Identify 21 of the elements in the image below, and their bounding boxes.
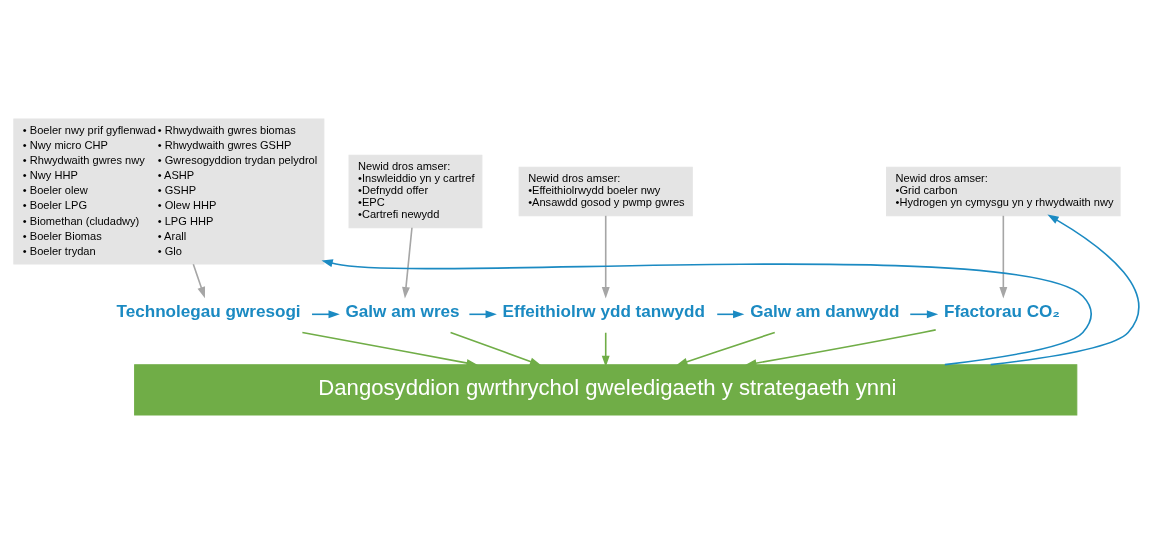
arrow bbox=[989, 214, 1140, 366]
arrow bbox=[999, 215, 1008, 299]
node-box: Newid dros amser: •Inswleiddio yn y cartref •Defnydd offer •EPC •Cartrefi newydd bbox=[348, 154, 483, 229]
arrow bbox=[449, 331, 542, 366]
node-text: Ffactorau CO₂ bbox=[943, 302, 1060, 322]
node-box: Newid dros amser: •Effeithiolrwydd boeler nwy •Ansawdd gosod y pwmp gwres bbox=[518, 166, 693, 217]
arrow bbox=[402, 226, 413, 299]
node-text: Technolegau gwresogi bbox=[116, 302, 301, 322]
node-box: • Boeler nwy prif gyflenwad • Rhwydwaith gwres biomas • Nwy micro CHP • Rhwydwaith gwres GSHP • Rhwydwaith gwres nwy • Gwresogyddion trydan pelydrol • Nwy HHP • ASHP • Boeler olew • GSHP • Boeler LPG • Olew HHP • Biomethan (cludadwy) • LPG HHP • Boeler Biomas • Arall • Boeler trydan • Glo bbox=[13, 118, 325, 265]
arrow bbox=[321, 259, 1092, 366]
node-text: Galw am danwydd bbox=[750, 302, 900, 322]
node-box: Newid dros amser: •Grid carbon •Hydrogen yn cymysgu yn y rhwydwaith nwy bbox=[886, 166, 1121, 217]
arrow bbox=[192, 263, 206, 299]
arrow bbox=[301, 331, 478, 367]
node-text: Effeithiolrw ydd tanwydd bbox=[502, 302, 706, 322]
arrow bbox=[745, 329, 937, 367]
node-text: Galw am wres bbox=[345, 302, 460, 322]
node-box: Dangosyddion gwrthrychol gweledigaeth y strategaeth ynni bbox=[134, 364, 1078, 416]
arrow bbox=[601, 331, 610, 367]
arrow bbox=[676, 331, 776, 366]
arrow bbox=[601, 215, 610, 299]
